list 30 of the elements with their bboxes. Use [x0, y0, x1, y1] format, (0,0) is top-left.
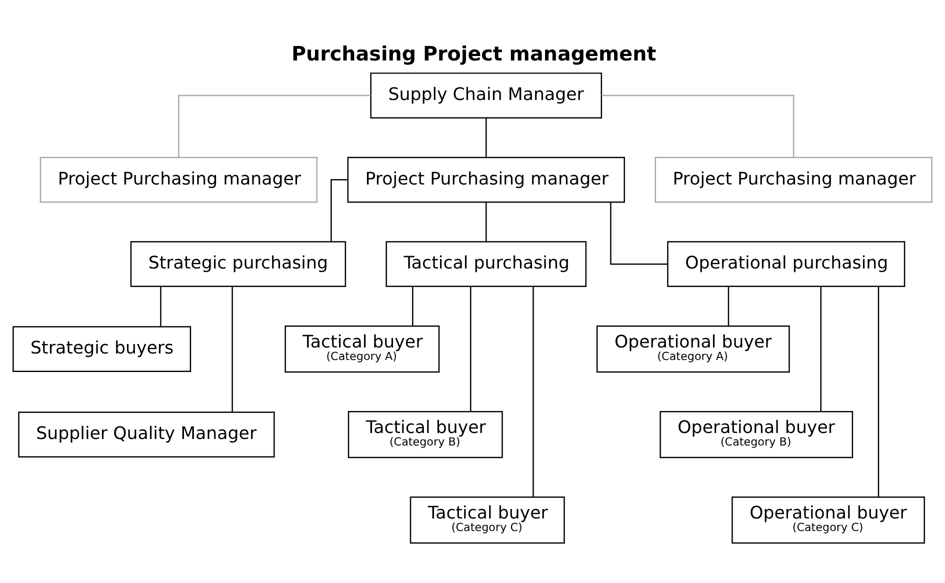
node-box: Tactical buyer (Category C): [410, 496, 565, 544]
node-box: Strategic purchasing: [130, 240, 346, 287]
node-box: Tactical buyer (Category A): [284, 324, 440, 372]
node-box: Operational purchasing: [667, 240, 906, 287]
connector: [602, 94, 794, 157]
connector: [412, 286, 414, 326]
connector: [330, 178, 348, 242]
connector: [232, 286, 233, 412]
node-box: Operational buyer (Category B): [660, 410, 854, 458]
node-box: Operational buyer (Category A): [596, 324, 790, 372]
node-box: Strategic buyers: [12, 326, 192, 372]
connector: [486, 118, 487, 157]
connector: [820, 286, 822, 411]
connector: [610, 202, 668, 264]
node-box: Project Purchasing manager: [40, 156, 318, 202]
node-box: Tactical buyer (Category B): [348, 410, 503, 458]
node-box: Supply Chain Manager: [370, 72, 602, 118]
node-box: Project Purchasing manager: [347, 156, 625, 202]
node-box: Project Purchasing manager: [654, 156, 932, 202]
connector: [486, 202, 487, 241]
connector: [160, 286, 162, 326]
node-box: Supplier Quality Manager: [18, 411, 275, 457]
connector: [532, 286, 534, 497]
node-box: Operational buyer (Category C): [732, 496, 925, 544]
connector: [470, 286, 472, 411]
connector: [728, 286, 730, 326]
diagram-title: Purchasing Project management: [292, 42, 656, 66]
node-box: Tactical purchasing: [386, 240, 587, 287]
connector: [878, 286, 880, 497]
connector: [178, 94, 371, 157]
